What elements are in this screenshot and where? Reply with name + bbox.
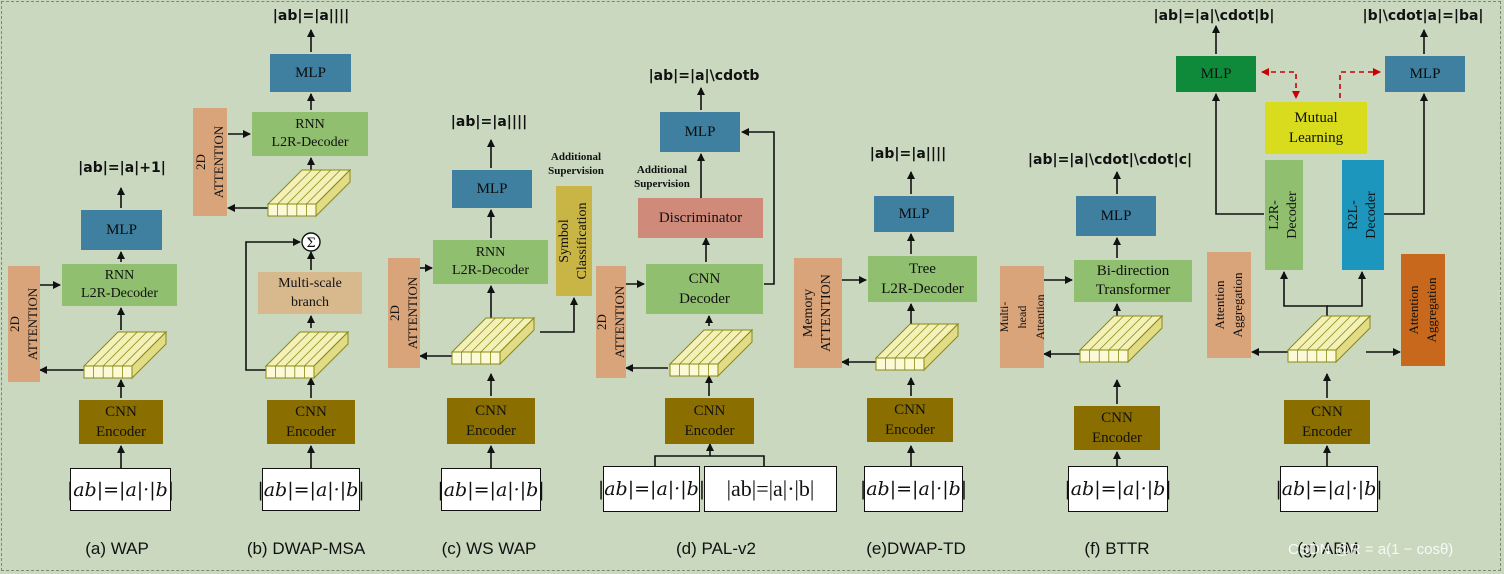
wap-mlp-block: MLP — [81, 210, 162, 250]
dwap-msa-input-formula: |ab|=|a|·|b| — [257, 468, 365, 511]
pal-v2-2d-attention-label: 2D ATTENTION — [594, 285, 627, 359]
caption-pal-v2: (d) PAL-v2 — [676, 539, 756, 558]
ws-wap-input-formula: |ab|=|a|·|b| — [437, 468, 545, 511]
bi-transformer-block: Bi-direction Transformer — [1074, 260, 1192, 302]
memory-attention-block: Memory ATTENTION — [794, 258, 842, 368]
pal-v2-supervision-note: Additional Supervision — [634, 164, 690, 190]
dwap-msa-attention-feature-map — [266, 168, 352, 218]
memory-attention-label: Memory ATTENTION — [801, 274, 834, 352]
abm-right-output-text: |b|\cdot|a|=|ba| — [1362, 8, 1484, 24]
abm-left-output-text: |ab|=|a|\cdot|b| — [1153, 8, 1275, 24]
dwap-msa-2d-attention-label: 2D ATTENTION — [193, 125, 226, 199]
abm-left-mlp-block: MLP — [1176, 56, 1256, 92]
multiscale-branch-block: Multi-scale branch — [258, 272, 362, 314]
bttr-cnn-encoder-block: CNN Encoder — [1074, 406, 1160, 450]
dwap-msa-2d-attention-block: 2D ATTENTION — [193, 108, 227, 216]
dwap-msa-rnn-decoder-block: RNN L2R-Decoder — [252, 112, 368, 156]
pal-v2-cnn-decoder-block: CNN Decoder — [646, 264, 763, 314]
ws-wap-2d-attention-label: 2D ATTENTION — [387, 276, 420, 350]
pal-v2-handwritten-formula: |ab|=|a|·|b| — [598, 466, 705, 512]
multihead-attention-label: Multi-head Attention — [997, 294, 1047, 340]
watermark: CSDN @R = a(1 − cosθ) — [1288, 541, 1454, 558]
caption-dwap-msa: (b) DWAP-MSA — [246, 539, 366, 558]
dwap-msa-output-text: |ab|=|a|||| — [272, 8, 350, 24]
bttr-mlp-block: MLP — [1076, 196, 1156, 236]
abm-arrow — [1280, 271, 1328, 322]
ws-wap-feature-map — [450, 316, 536, 366]
caption-ws-wap: (c) WS WAP — [441, 539, 537, 558]
dwap-msa-mlp-block: MLP — [270, 54, 351, 92]
ws-wap-cnn-encoder-block: CNN Encoder — [447, 398, 535, 444]
discriminator-block: Discriminator — [638, 198, 763, 238]
caption-dwap-td: (e)DWAP-TD — [866, 539, 966, 558]
sum-symbol: Σ — [306, 236, 315, 251]
abm-right-attention-aggregation-label: Attention Aggregation — [1406, 277, 1439, 343]
ws-wap-2d-attention-block: 2D ATTENTION — [387, 258, 420, 368]
symbol-classification-block: Symbol Classification — [556, 186, 592, 296]
multihead-attention-block: Multi-head Attention — [997, 266, 1047, 368]
ws-wap-supervision-note: Additional Supervision — [548, 151, 604, 177]
tree-decoder-block: Tree L2R-Decoder — [868, 256, 977, 302]
pal-v2-printed-formula: |ab|=|a|·|b| — [704, 466, 837, 512]
abm-cnn-encoder-block: CNN Encoder — [1284, 400, 1370, 444]
wap-input-formula: |ab|=|a|·|b| — [67, 468, 174, 511]
pal-v2-feature-map — [668, 328, 754, 378]
feature-map-group — [82, 168, 1372, 380]
bttr-input-formula: |ab|=|a|·|b| — [1064, 466, 1172, 512]
ws-wap-rnn-decoder-block: RNN L2R-Decoder — [433, 240, 548, 284]
pal-v2-output-text: |ab|=|a|\cdotb — [648, 68, 760, 84]
ws-wap-output-text: |ab|=|a|||| — [450, 114, 528, 130]
abm-arrow — [1384, 93, 1428, 215]
pal-v2-2d-attention-block: 2D ATTENTION — [594, 266, 627, 378]
abm-l2r-decoder-block: L2R-Decoder — [1265, 160, 1303, 270]
abm-right-attention-aggregation-block: Attention Aggregation — [1401, 254, 1445, 366]
wap-rnn-decoder-block: RNN L2R-Decoder — [62, 264, 177, 306]
bttr-feature-map — [1078, 314, 1164, 364]
ws-wap-arrow — [540, 297, 578, 333]
bttr-output-text: |ab|=|a|\cdot|\cdot|c| — [1027, 152, 1193, 168]
dwap-td-mlp-block: MLP — [874, 196, 954, 232]
pal-v2-arrow — [741, 128, 775, 285]
abm-arrow — [1327, 271, 1366, 307]
abm-input-formula: |ab|=|a|·|b| — [1275, 466, 1383, 512]
abm-r2l-decoder-label: R2L-Decoder — [1346, 191, 1379, 239]
abm-arrow — [1212, 93, 1264, 215]
ws-wap-mlp-block: MLP — [452, 170, 532, 208]
caption-bttr: (f) BTTR — [1084, 539, 1150, 558]
abm-mutual-arrows — [1261, 68, 1381, 99]
symbol-classification-label: Symbol Classification — [557, 202, 590, 280]
abm-r2l-decoder-block: R2L-Decoder — [1342, 160, 1384, 270]
caption-wap: (a) WAP — [85, 539, 149, 558]
sum-node — [301, 232, 321, 252]
dwap-td-feature-map — [874, 322, 960, 372]
pal-v2-mlp-block: MLP — [660, 112, 740, 152]
dwap-msa-encoder-feature-map — [264, 330, 350, 380]
dwap-msa-arrow — [245, 238, 301, 371]
wap-output-text: |ab|=|a|+1| — [78, 160, 166, 176]
abm-left-attention-aggregation-block: Attention Aggregation — [1207, 252, 1251, 358]
wap-cnn-encoder-block: CNN Encoder — [79, 400, 163, 444]
dwap-td-cnn-encoder-block: CNN Encoder — [867, 398, 953, 442]
mutual-learning-block: Mutual Learning — [1265, 102, 1367, 154]
abm-left-attention-aggregation-label: Attention Aggregation — [1212, 272, 1245, 338]
dwap-td-output-text: |ab|=|a|||| — [869, 146, 947, 162]
pal-v2-input-bracket — [654, 443, 765, 466]
wap-2d-attention-label: 2D ATTENTION — [7, 287, 40, 361]
caption-abm: (g) ABM — [1297, 539, 1359, 558]
dwap-td-input-formula: |ab|=|a|·|b| — [860, 466, 967, 512]
abm-l2r-decoder-label: L2R-Decoder — [1267, 191, 1300, 239]
dwap-msa-cnn-encoder-block: CNN Encoder — [267, 400, 355, 444]
abm-feature-map — [1286, 314, 1372, 364]
abm-right-mlp-block: MLP — [1385, 56, 1465, 92]
pal-v2-cnn-encoder-block: CNN Encoder — [665, 398, 754, 444]
wap-feature-map — [82, 330, 168, 380]
wap-2d-attention-block: 2D ATTENTION — [7, 266, 40, 382]
